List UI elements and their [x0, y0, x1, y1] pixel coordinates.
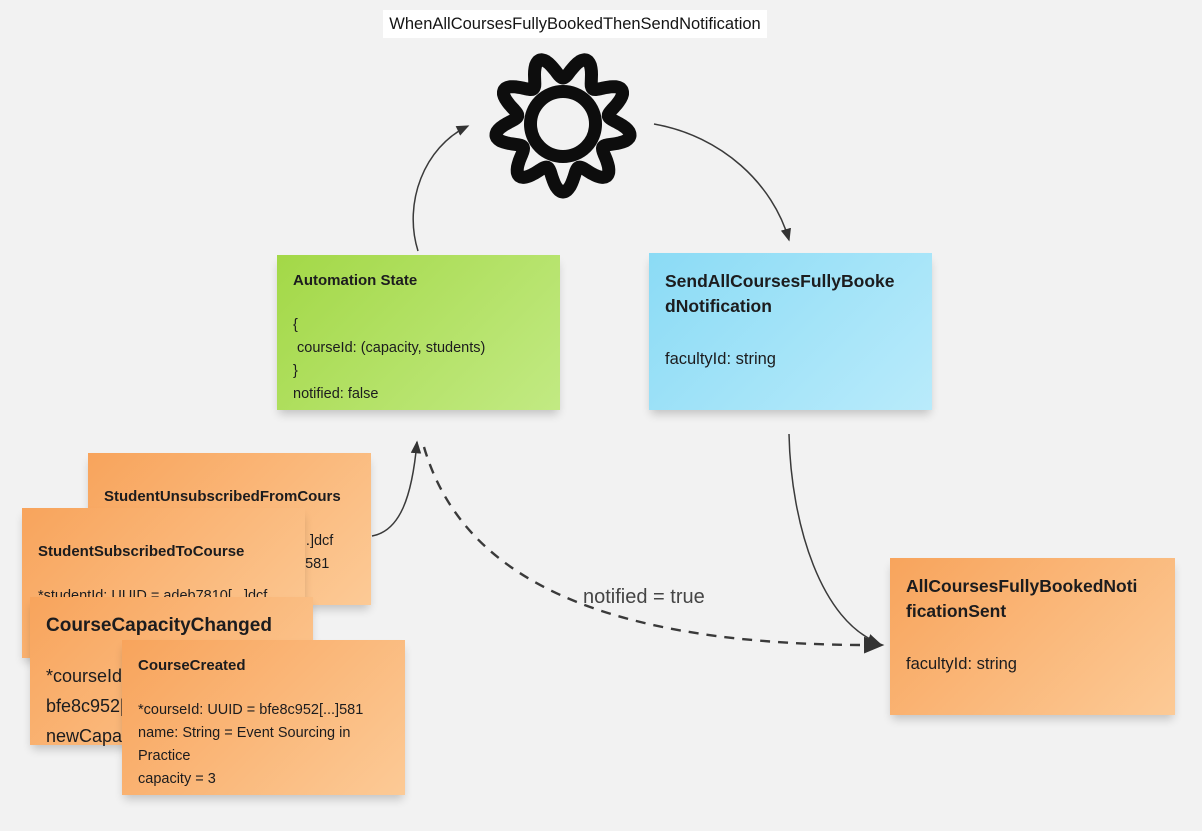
- connector-gear-to-command[interactable]: [653, 123, 791, 242]
- note-body: { courseId: (capacity, students)}notifie…: [293, 317, 486, 402]
- gear-icon[interactable]: [486, 49, 640, 199]
- note-automation-state[interactable]: Automation State { courseId: (capacity, …: [277, 255, 560, 410]
- gear-path: [489, 53, 637, 199]
- note-title: CourseCapacityChanged: [46, 615, 272, 636]
- note-body: facultyId: string: [665, 350, 776, 368]
- note-title: StudentSubscribedToCourse: [38, 543, 245, 560]
- connector-command-to-event[interactable]: [788, 433, 881, 645]
- diagram-title[interactable]: WhenAllCoursesFullyBookedThenSendNotific…: [383, 10, 767, 38]
- note-body: facultyId: string: [906, 655, 1017, 673]
- gear-hub: [524, 85, 602, 163]
- connector-events-to-state[interactable]: [371, 440, 422, 537]
- note-body: *courseId:bfe8c952[newCapaci: [46, 666, 136, 746]
- note-title: StudentUnsubscribedFromCours: [104, 488, 341, 505]
- note-title: CourseCreated: [138, 657, 246, 674]
- connector-condition-dashed[interactable]: [422, 446, 885, 654]
- note-course-created[interactable]: CourseCreated *courseId: UUID = bfe8c952…: [122, 640, 405, 795]
- note-title: Automation State: [293, 272, 418, 289]
- connector-state-to-gear[interactable]: [412, 125, 470, 252]
- condition-label[interactable]: notified = true: [583, 586, 705, 608]
